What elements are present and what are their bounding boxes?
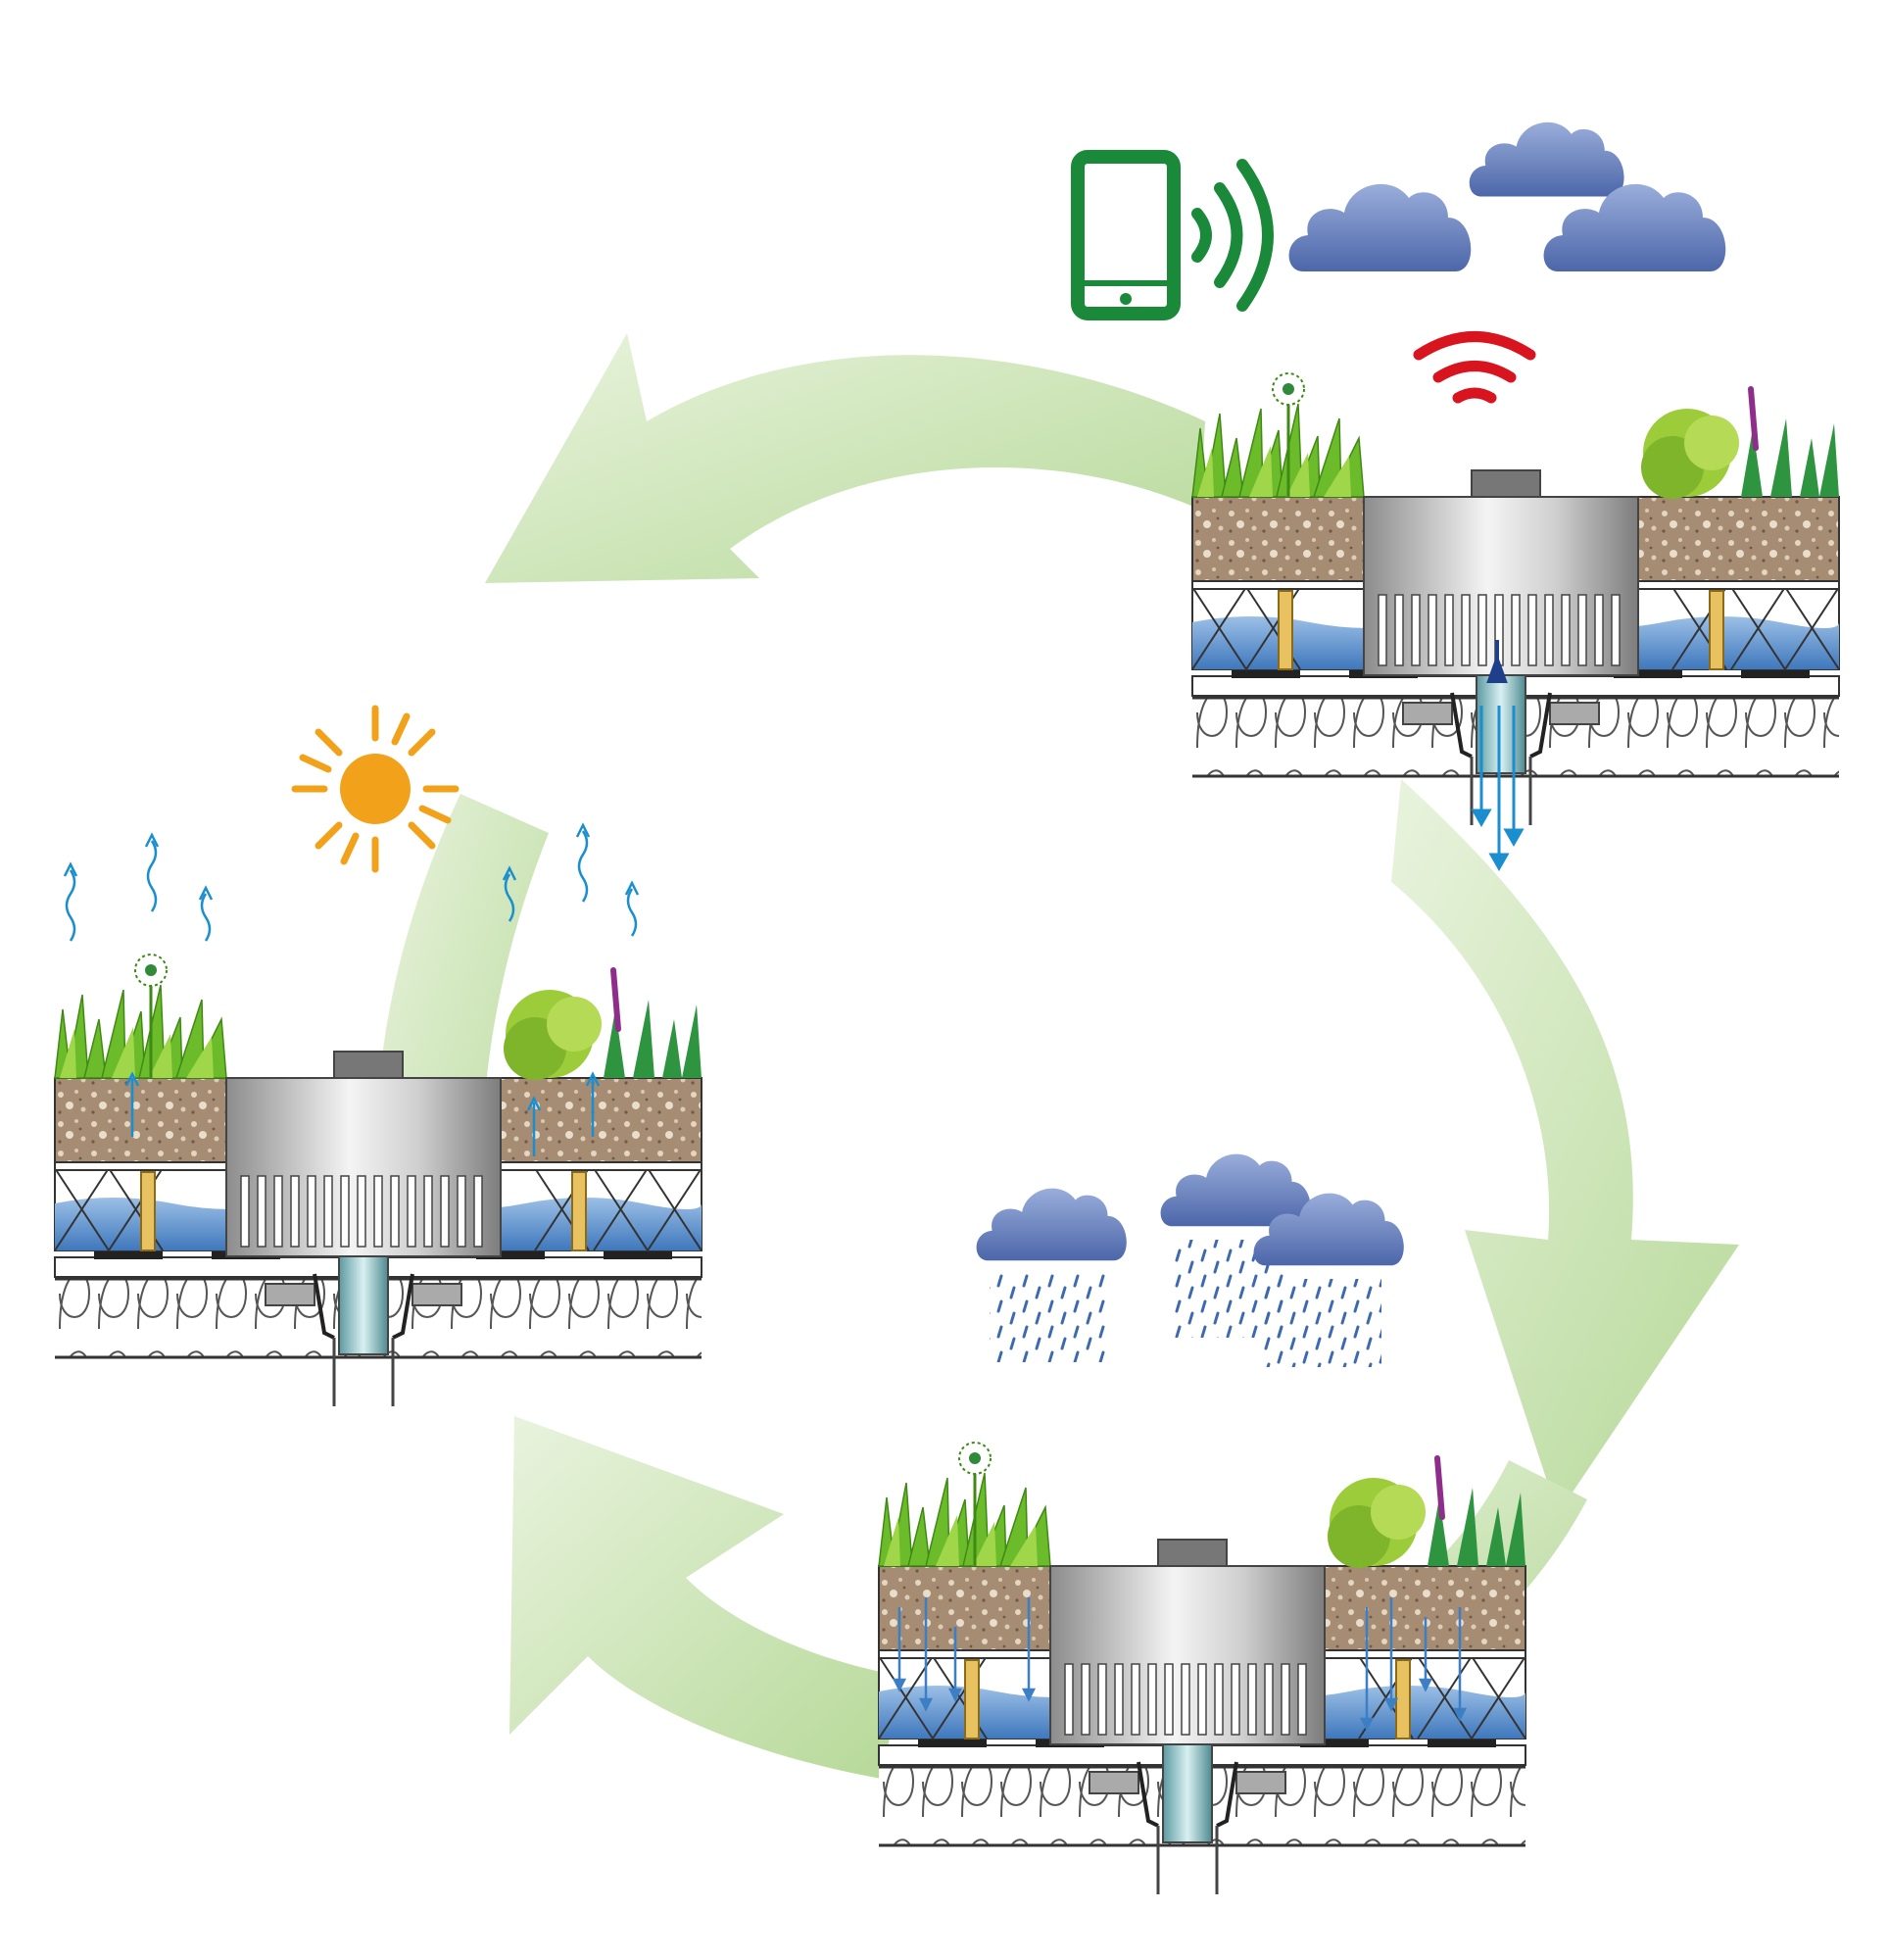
cloud-icon — [1543, 183, 1726, 271]
cycle-arrow-right — [1391, 779, 1739, 1514]
smartphone-icon — [1071, 150, 1181, 320]
roof-section-forecast — [1192, 373, 1839, 825]
drain-outflow-arrows — [1471, 706, 1525, 872]
cycle-arrow-top — [485, 333, 1205, 583]
roof-section-dry — [55, 955, 702, 1406]
sun-icon — [291, 705, 460, 873]
evaporation-vapor-arrows — [63, 822, 640, 1156]
wireless-signal-icon — [1413, 331, 1536, 404]
rain-cloud-icon — [976, 1188, 1127, 1362]
rain-cloud-icon — [1253, 1193, 1404, 1367]
drain-down-arrow — [1486, 640, 1508, 683]
cycle-arrow-bottom-left — [509, 1416, 901, 1779]
roof-section-retaining — [879, 1443, 1525, 1894]
phone-signal-icon — [1191, 159, 1274, 312]
infiltration-arrows — [892, 1597, 1468, 1732]
cloud-icon — [1469, 122, 1624, 197]
cloud-icon — [1288, 183, 1472, 271]
